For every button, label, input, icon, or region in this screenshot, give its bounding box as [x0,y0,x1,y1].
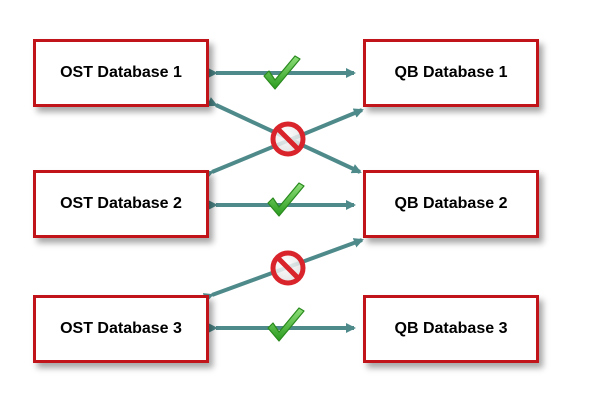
box-label: OST Database 3 [60,320,182,337]
check-icon [267,307,305,342]
check-icon [267,182,305,217]
prohibited-icon [270,121,306,157]
box-label: QB Database 3 [394,320,508,337]
qb-database-1-box: QB Database 1 [363,39,539,107]
check-icon [263,55,301,90]
box-label: QB Database 2 [394,195,508,212]
qb-database-3-box: QB Database 3 [363,295,539,363]
ost-database-1-box: OST Database 1 [33,39,209,107]
qb-database-2-box: QB Database 2 [363,170,539,238]
ost-database-3-box: OST Database 3 [33,295,209,363]
box-label: OST Database 1 [60,64,182,81]
prohibited-icon [270,250,306,286]
ost-database-2-box: OST Database 2 [33,170,209,238]
box-label: OST Database 2 [60,195,182,212]
box-label: QB Database 1 [394,64,508,81]
